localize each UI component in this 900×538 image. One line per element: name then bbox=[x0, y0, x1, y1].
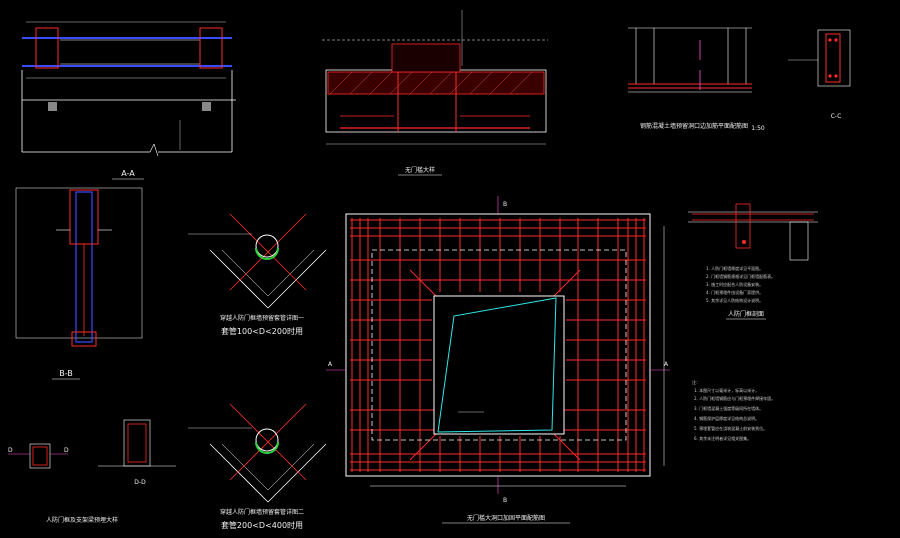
right-note-5: 5. 其余详见人防结构设计说明。 bbox=[706, 297, 763, 303]
section-bb-drawing: B-B bbox=[15, 187, 143, 380]
note-6: 6. 其余未注明者详见相关图集。 bbox=[694, 435, 751, 441]
right-note-4: 4. 门框预埋件由设备厂家提供。 bbox=[706, 289, 763, 295]
section-cc-title: C-C bbox=[831, 113, 842, 120]
section-aa-drawing: A-A bbox=[21, 21, 236, 180]
mark-b-top: B bbox=[503, 201, 507, 208]
mark-d-left: D bbox=[8, 447, 13, 454]
wall-opening-title: 钢筋混凝土墙预留洞口边加筋平面配筋图 bbox=[640, 122, 748, 130]
section-cc-drawing: C-C bbox=[788, 29, 851, 120]
mark-d-right: D bbox=[64, 447, 69, 454]
door-frame-title: 人防门框剖面 bbox=[728, 310, 764, 318]
main-plan-drawing: A A B B 无门槛大洞口加固平面配筋图 bbox=[326, 196, 670, 524]
right-note-2: 2. 门框墙钢筋规格详见门框墙配筋表。 bbox=[706, 273, 775, 279]
wall-opening-detail-drawing: 钢筋混凝土墙预留洞口边加筋平面配筋图 1:50 bbox=[628, 27, 765, 132]
pipe-detail-1-subtitle: 套管100<D<200时用 bbox=[221, 326, 303, 336]
small-detail-title: 人防门框及支架梁预埋大样 bbox=[46, 516, 118, 524]
note-0: 注： bbox=[692, 379, 700, 385]
mark-b-bottom: B bbox=[503, 497, 507, 504]
door-frame-detail-drawing: 人防门框剖面 bbox=[688, 203, 818, 320]
section-bb-title: B-B bbox=[59, 369, 73, 378]
mark-a-right: A bbox=[664, 361, 669, 368]
threshold-detail-title: 无门槛大样 bbox=[405, 166, 435, 174]
right-note-1: 1. 人防门框墙厚度详见平面图。 bbox=[706, 265, 763, 271]
small-details-drawing: D D D-D 人防门框及支架梁预埋大样 bbox=[8, 419, 176, 524]
section-aa-title: A-A bbox=[121, 169, 135, 178]
threshold-detail-drawing: 无门槛大样 bbox=[322, 10, 548, 176]
note-1: 1. 本图尺寸以毫米计，标高以米计。 bbox=[694, 387, 759, 393]
section-dd-title: D-D bbox=[134, 479, 146, 486]
mark-a-left: A bbox=[328, 361, 333, 368]
pipe-detail-2-drawing: 穿越人防门框墙预留套管详图二 套管200<D<400时用 bbox=[188, 403, 327, 530]
right-notes: 1. 人防门框墙厚度详见平面图。 2. 门框墙钢筋规格详见门框墙配筋表。 3. … bbox=[706, 265, 775, 303]
note-2: 2. 人防门框墙钢筋应与门框预埋件焊接牢固。 bbox=[694, 395, 775, 401]
note-4: 4. 钢筋保护层厚度详见结构总说明。 bbox=[694, 415, 759, 421]
pipe-detail-2-title: 穿越人防门框墙预留套管详图二 bbox=[220, 508, 304, 516]
scale-label: 1:50 bbox=[751, 125, 765, 132]
note-5: 5. 预埋套管应在浇筑混凝土前安装到位。 bbox=[694, 425, 767, 431]
pipe-detail-1-title: 穿越人防门框墙预留套管详图一 bbox=[220, 314, 304, 322]
pipe-detail-2-subtitle: 套管200<D<400时用 bbox=[221, 520, 303, 530]
note-3: 3. 门框墙混凝土强度等级同所在墙体。 bbox=[694, 405, 763, 411]
main-plan-title: 无门槛大洞口加固平面配筋图 bbox=[467, 514, 545, 522]
general-notes: 注： 1. 本图尺寸以毫米计，标高以米计。 2. 人防门框墙钢筋应与门框预埋件焊… bbox=[692, 379, 775, 441]
pipe-detail-1-drawing: 穿越人防门框墙预留套管详图一 套管100<D<200时用 bbox=[188, 213, 327, 336]
right-note-3: 3. 施工时应配合人防设备安装。 bbox=[706, 281, 763, 287]
